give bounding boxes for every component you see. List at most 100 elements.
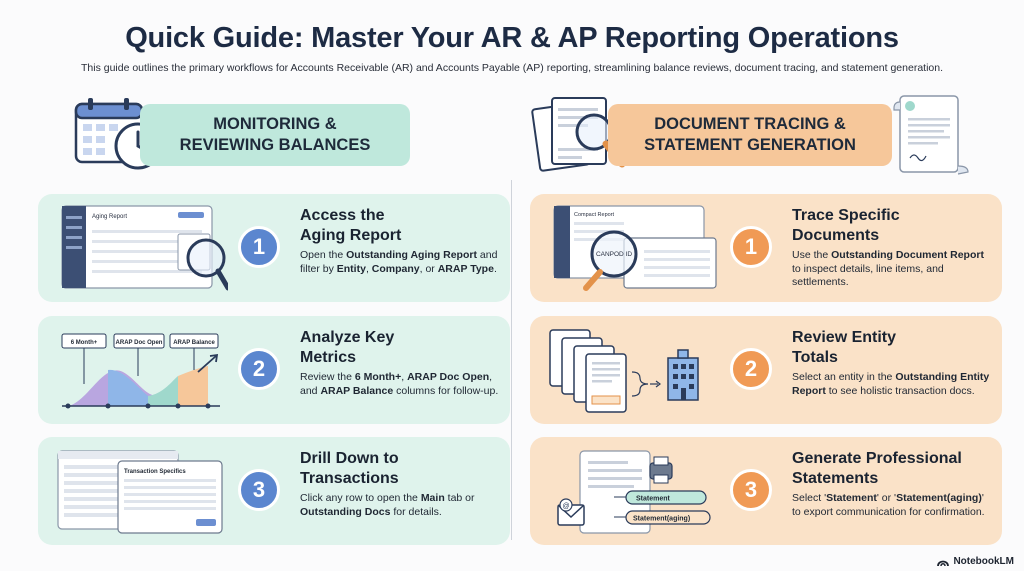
emphasis-text: Statement(aging) bbox=[896, 492, 982, 504]
step-number-2: 2 bbox=[730, 348, 772, 390]
step-title-line1: Access the bbox=[300, 207, 385, 224]
column-divider bbox=[511, 180, 512, 540]
step-number-1: 1 bbox=[238, 226, 280, 268]
description-text: ' to export communication for confirmati… bbox=[792, 492, 985, 518]
description-text: , or bbox=[419, 262, 438, 275]
description-text: , bbox=[401, 371, 408, 383]
document-header-pill: DOCUMENT TRACING & STATEMENT GENERATION bbox=[608, 104, 892, 166]
statement-aging-button-label: Statement(aging) bbox=[633, 516, 690, 523]
document-trace-illustration: Compact Report CANPOD ID bbox=[553, 205, 717, 291]
description-text: Click any row to open the bbox=[300, 492, 421, 504]
step-title-line2: Documents bbox=[792, 227, 880, 244]
document-header: DOCUMENT TRACING & STATEMENT GENERATION bbox=[520, 95, 1000, 176]
description-text: . bbox=[493, 262, 497, 275]
document-column: DOCUMENT TRACING & STATEMENT GENERATION C… bbox=[520, 0, 1002, 571]
step-number-3: 3 bbox=[238, 469, 280, 511]
entity-documents-illustration bbox=[549, 329, 699, 413]
notebooklm-logo-icon bbox=[937, 560, 950, 566]
emphasis-text: Statement bbox=[826, 492, 877, 504]
step-description: Select 'Statement' or 'Statement(aging)'… bbox=[792, 492, 992, 519]
calendar-clock-icon bbox=[74, 98, 162, 170]
document-header-line2: STATEMENT GENERATION bbox=[644, 136, 856, 154]
step-description: Use the Outstanding Document Report to i… bbox=[792, 249, 992, 290]
email-at-icon: @ bbox=[562, 503, 569, 510]
step-number-2: 2 bbox=[238, 348, 280, 390]
document-header-line1: DOCUMENT TRACING & bbox=[654, 115, 846, 133]
metric-label-doc-open: ARAP Doc Open bbox=[116, 340, 163, 346]
description-text: Use the bbox=[792, 249, 832, 261]
statement-button-label: Statement bbox=[636, 496, 671, 503]
statement-generation-illustration: @ Statement Statement(aging) bbox=[557, 450, 711, 534]
scroll-certificate-icon bbox=[893, 95, 969, 175]
step-title-line1: Analyze Key bbox=[300, 329, 395, 346]
compact-report-label: Compact Report bbox=[574, 212, 615, 218]
emphasis-text: Outstanding Docs bbox=[300, 505, 391, 518]
monitoring-header: MONITORING & REVIEWING BALANCES bbox=[28, 96, 508, 176]
description-text: ' or ' bbox=[876, 492, 897, 504]
step-card-generate-statements: @ Statement Statement(aging) 3 Generate … bbox=[530, 437, 1002, 545]
step-title-line2: Totals bbox=[792, 349, 838, 366]
step-title-line1: Drill Down to bbox=[300, 450, 399, 467]
step-number-1: 1 bbox=[730, 226, 772, 268]
emphasis-text: ARAP Type bbox=[437, 262, 494, 275]
notebooklm-brand: NotebookLM bbox=[937, 556, 1014, 567]
metric-label-balance: ARAP Balance bbox=[173, 340, 215, 346]
description-text: tab or bbox=[444, 492, 475, 504]
metrics-chart-illustration: 6 Month+ ARAP Doc Open ARAP Balance bbox=[61, 333, 220, 409]
emphasis-text: Company bbox=[371, 262, 420, 275]
monitoring-header-pill: MONITORING & REVIEWING BALANCES bbox=[140, 104, 410, 166]
step-title-line2: Statements bbox=[792, 470, 879, 487]
description-text: Open the bbox=[300, 249, 347, 261]
description-text: for details. bbox=[390, 505, 442, 518]
description-text: , bbox=[365, 262, 372, 275]
emphasis-text: Outstanding Document Report bbox=[831, 249, 984, 261]
emphasis-text: ARAP Doc Open bbox=[407, 371, 490, 383]
page-subtitle: This guide outlines the primary workflow… bbox=[80, 62, 943, 74]
emphasis-text: Outstanding Entity Report bbox=[792, 371, 990, 397]
emphasis-text: 6 Month+ bbox=[354, 371, 402, 383]
description-text: Select an entity in the bbox=[792, 371, 896, 383]
aging-report-illustration: Aging Report bbox=[61, 205, 228, 291]
step-card-trace-documents: Compact Report CANPOD ID 1 Trace Specifi… bbox=[530, 194, 1002, 302]
metric-label-6-month: 6 Month+ bbox=[71, 340, 98, 346]
monitoring-column: MONITORING & REVIEWING BALANCES Aging Rep… bbox=[28, 0, 510, 571]
description-text: Select ' bbox=[792, 492, 827, 504]
magnifier-id-text: CANPOD ID bbox=[596, 251, 632, 258]
description-text: to see holistic transaction docs. bbox=[825, 384, 975, 397]
step-title-line1: Trace Specific bbox=[792, 207, 900, 224]
step-description: Review the 6 Month+, ARAP Doc Open, and … bbox=[300, 371, 500, 398]
emphasis-text: Entity bbox=[336, 262, 366, 275]
description-text: Review the bbox=[300, 371, 355, 383]
document-magnifier-icon bbox=[531, 97, 626, 172]
monitoring-header-line1: MONITORING & bbox=[213, 115, 337, 133]
emphasis-text: Outstanding Aging Report bbox=[346, 249, 477, 261]
step-description: Open the Outstanding Aging Report and fi… bbox=[300, 249, 500, 276]
transaction-specifics-label: Transaction Specifics bbox=[124, 469, 186, 475]
transaction-drilldown-illustration: Transaction Specifics bbox=[57, 450, 223, 534]
aging-report-label: Aging Report bbox=[92, 214, 127, 220]
monitoring-header-line2: REVIEWING BALANCES bbox=[179, 136, 371, 154]
step-title-line2: Metrics bbox=[300, 349, 357, 366]
step-title-line1: Review Entity bbox=[792, 329, 897, 346]
step-description: Click any row to open the Main tab or Ou… bbox=[300, 492, 500, 519]
step-description: Select an entity in the Outstanding Enti… bbox=[792, 371, 992, 398]
emphasis-text: Main bbox=[420, 492, 445, 504]
description-text: columns for follow-up. bbox=[393, 384, 499, 397]
step-number-3: 3 bbox=[730, 469, 772, 511]
brand-label: NotebookLM bbox=[953, 556, 1014, 567]
emphasis-text: ARAP Balance bbox=[320, 384, 394, 397]
description-text: , and bbox=[300, 371, 493, 397]
page-title: Quick Guide: Master Your AR & AP Reporti… bbox=[125, 22, 899, 54]
step-card-analyze-metrics: 6 Month+ ARAP Doc Open ARAP Balance 2 An… bbox=[38, 316, 510, 424]
step-title-line1: Generate Professional bbox=[792, 450, 962, 467]
description-text: and filter by bbox=[300, 249, 498, 275]
